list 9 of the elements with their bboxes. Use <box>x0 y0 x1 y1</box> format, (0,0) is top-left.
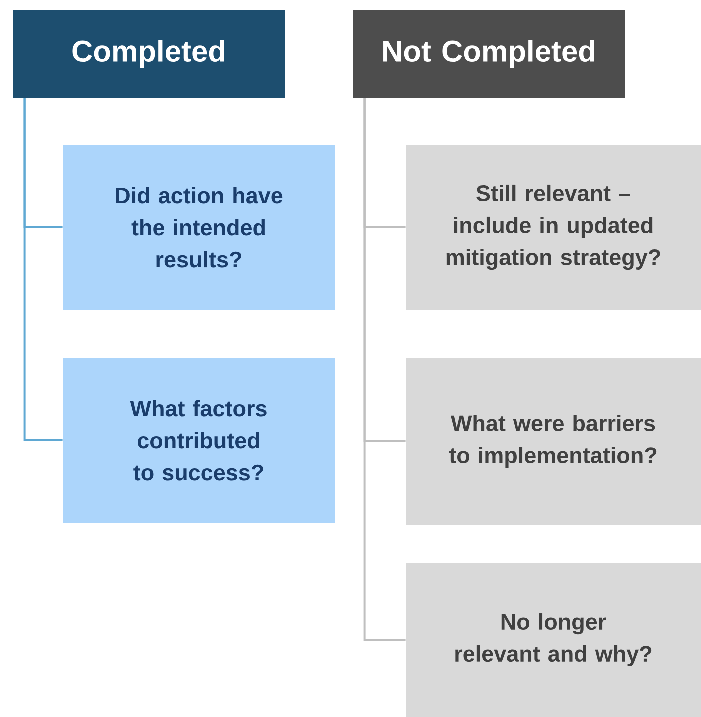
question-box: Did action have the intended results? <box>63 145 335 310</box>
question-box: What were barriers to implementation? <box>406 358 701 525</box>
connector-line <box>24 98 63 442</box>
question-box: No longer relevant and why? <box>406 563 701 717</box>
connector-line <box>364 98 406 641</box>
question-box: Still relevant – include in updated mitigation strategy? <box>406 145 701 310</box>
question-box: What factors contributed to success? <box>63 358 335 523</box>
header-box: Completed <box>13 10 285 98</box>
header-box: Not Completed <box>353 10 625 98</box>
